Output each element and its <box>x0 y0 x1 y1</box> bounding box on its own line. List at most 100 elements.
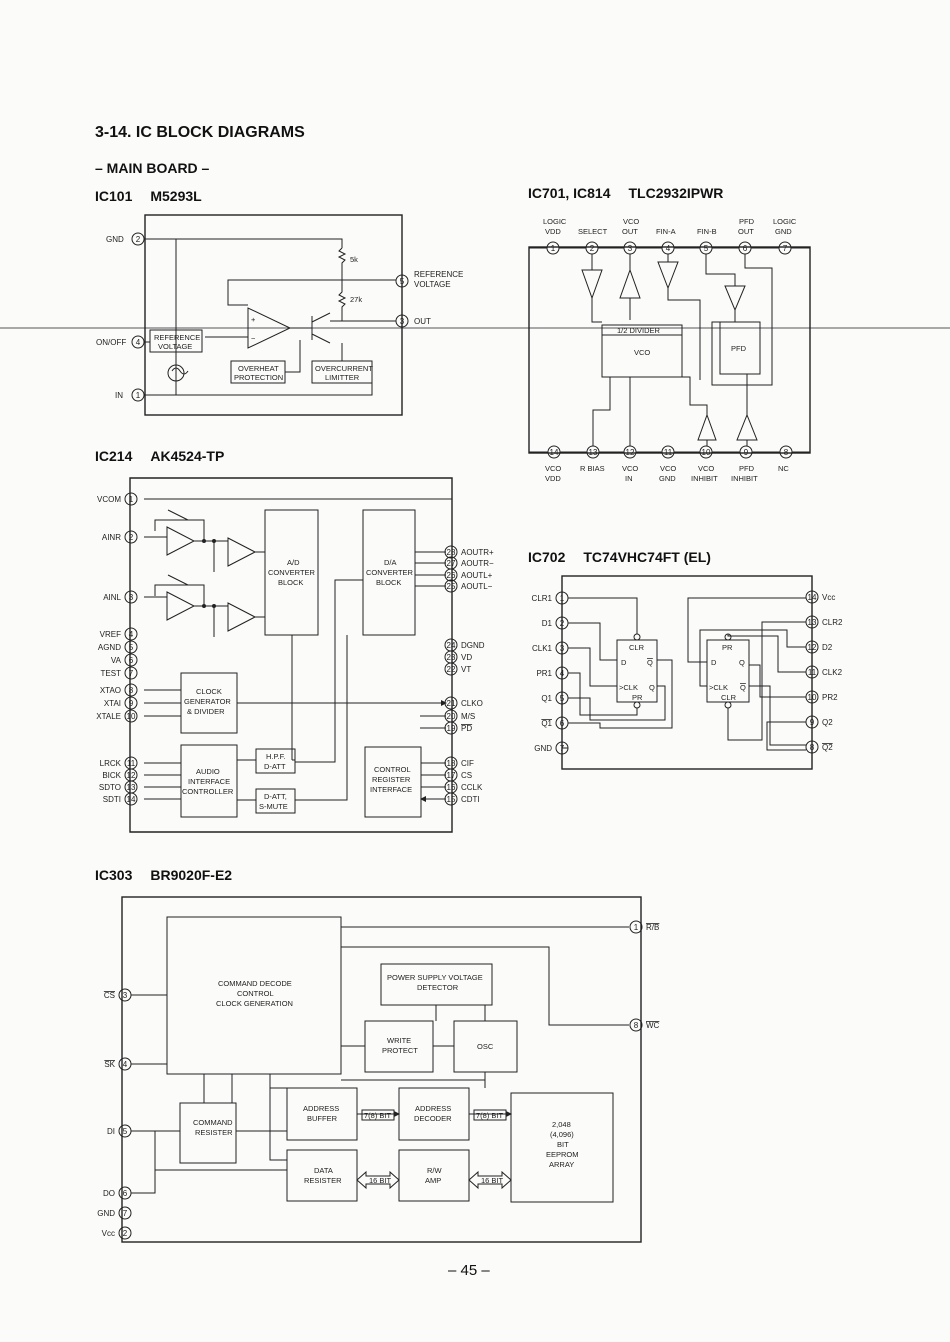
ic701-ref: IC701, IC814 <box>528 185 611 201</box>
ic101-pin <box>395 274 409 288</box>
pin-number: 22 <box>447 665 456 674</box>
ic701-pfd-inhibit-buffer <box>736 374 758 441</box>
pin-label: SDTI <box>103 795 121 804</box>
ic701-pfd-label: PFD <box>731 344 747 353</box>
pin-label: GND <box>97 1209 115 1218</box>
ic701-select-buffer <box>581 254 603 300</box>
ic101-resistor-5k <box>337 247 396 281</box>
pin-label: AOUTL+ <box>461 571 493 580</box>
ic101-block-label: OVERCURRENT <box>315 364 373 373</box>
ic303-block-label: WRITE <box>387 1036 411 1045</box>
pin-circle <box>124 530 138 544</box>
ic101-feedback-line <box>227 279 342 306</box>
ic303-pin-6: 6DO <box>103 1186 132 1200</box>
ic214-block-label: INTERFACE <box>370 785 412 794</box>
ic702-ff1-clr-bubble <box>633 633 641 641</box>
pin-label: CS <box>104 991 115 1000</box>
ic702-ff2-clr-bubble <box>724 701 732 709</box>
ic701-pin-label: OUT <box>622 227 638 236</box>
ic702-package <box>561 575 813 770</box>
board-title: – MAIN BOARD – <box>95 160 210 176</box>
pin-number: 28 <box>447 548 456 557</box>
pin-number: 8 <box>129 686 134 695</box>
pin-circle <box>805 590 819 604</box>
ic214-aout-lines <box>415 551 446 587</box>
ic303-block-label: BUFFER <box>307 1114 338 1123</box>
pin-number: 8 <box>810 743 815 752</box>
svg-text:1: 1 <box>551 244 556 253</box>
ic701-pin-label: PFD <box>739 217 755 226</box>
pin-number: 14 <box>808 593 817 602</box>
ic701-fin-a-buffer <box>657 254 701 380</box>
ic101-resistor-label: 27k <box>350 295 362 304</box>
pin-label: CLK2 <box>822 668 843 677</box>
pin-number: 20 <box>447 712 456 721</box>
pin-number: 11 <box>127 759 136 768</box>
pin-number: 11 <box>808 668 817 677</box>
pin-label: XTALE <box>96 712 121 721</box>
ic101-resistor-27k <box>337 280 347 321</box>
ic214-pin-20: 20 M/S <box>444 709 475 723</box>
ic214-block-label: D/A <box>384 558 397 567</box>
ic214-datt-block <box>255 788 296 814</box>
pin-number: 14 <box>127 795 136 804</box>
ic303-data-bus-2 <box>468 1170 512 1190</box>
ic101-block-label: OVERHEAT <box>238 364 279 373</box>
pin-label: VT <box>461 665 471 674</box>
ic303-data-bus-1 <box>356 1170 400 1190</box>
ic701-bias-lines <box>592 377 631 446</box>
ic303-block-label: 2,048 <box>552 1120 571 1129</box>
ic303-pin-4: 4SK <box>104 1057 132 1071</box>
ic701-fin-b-buffer <box>705 254 746 322</box>
pin-number: 23 <box>447 653 456 662</box>
ic701-divider-box <box>601 324 683 336</box>
ic303-block-label: COMMAND <box>193 1118 233 1127</box>
ic101-pin-number: 4 <box>136 338 141 347</box>
pin-label: M/S <box>461 712 475 721</box>
pin-label: LRCK <box>100 759 122 768</box>
pin-number: 10 <box>808 693 817 702</box>
ic214-block-label: S-MUTE <box>259 802 288 811</box>
pin-circle <box>124 653 138 667</box>
svg-text:10: 10 <box>702 448 711 457</box>
pin-label: Q1 <box>541 719 552 728</box>
ic303-package <box>121 896 642 1243</box>
ic701-vco-inhibit-buffer <box>682 376 717 441</box>
ic214-part: AK4524-TP <box>150 448 225 464</box>
pin-number: 5 <box>123 1127 128 1136</box>
ic702-ff-label: PR <box>722 643 733 652</box>
ic701-package <box>528 246 811 454</box>
ic701-pin-label: VCO <box>545 464 561 473</box>
pin-label: GND <box>534 744 552 753</box>
pin-number: 6 <box>129 656 134 665</box>
ic101-amp-minus: − <box>251 334 256 343</box>
ic101-amp-plus: + <box>251 315 256 324</box>
pin-label: VCOM <box>97 495 121 504</box>
ic701-pin-label: GND <box>775 227 792 236</box>
ic701-vco-lines <box>591 298 631 323</box>
pin-circle <box>124 627 138 641</box>
pin-label: AOUTL− <box>461 582 493 591</box>
ic101-protect-lines <box>285 340 343 373</box>
ic702-ff-label: Q <box>739 658 745 667</box>
pin-number: 2 <box>123 1229 128 1238</box>
pin-label: DO <box>103 1189 115 1198</box>
ic214-left-io-lines <box>144 689 181 800</box>
ic101-package <box>144 214 403 416</box>
pin-label: R/B <box>646 923 659 932</box>
pin-number: 5 <box>129 643 134 652</box>
pin-number: 13 <box>808 618 817 627</box>
pin-number: 4 <box>560 669 565 678</box>
